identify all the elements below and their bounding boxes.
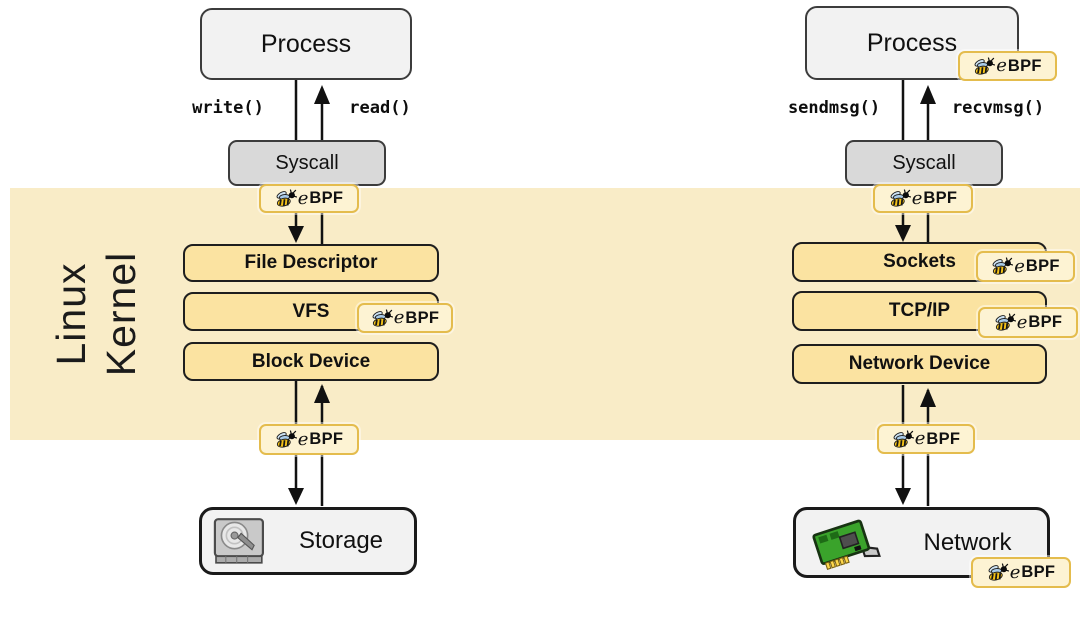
ebpf-label-bpf: BPF	[1007, 56, 1042, 75]
ebpf-label-bpf: BPF	[926, 429, 961, 448]
ebpf-label-bpf: BPF	[923, 189, 958, 208]
net-layer-sockets-label: Sockets	[883, 251, 956, 272]
bee-icon	[276, 189, 297, 207]
net-layer-network-device-label: Network Device	[848, 353, 991, 374]
io-layer-block-device: Block Device	[183, 342, 439, 381]
net-process-label: Process	[866, 28, 958, 57]
io-layer-block-device-label: Block Device	[251, 350, 371, 372]
ebpf-label-bpf: BPF	[309, 430, 344, 449]
net-layer-tcpip-label: TCP/IP	[888, 300, 951, 321]
io-layer-file-descriptor: File Descriptor	[183, 244, 439, 282]
ebpf-label-e: e	[297, 187, 309, 209]
io-syscall-label: Syscall	[275, 151, 339, 174]
io-process-label: Process	[260, 29, 352, 58]
net-sendmsg-syscall-label: sendmsg()	[787, 98, 881, 118]
bee-icon	[988, 563, 1009, 581]
io-read-syscall-label: read()	[349, 98, 411, 118]
ebpf-label-e: e	[1016, 311, 1028, 333]
io-storage-label: Storage	[298, 527, 384, 554]
bee-icon	[372, 308, 393, 327]
io-write-syscall-label: write()	[192, 98, 264, 118]
net-network-label: Network	[923, 528, 1012, 556]
bee-icon	[893, 429, 914, 448]
ebpf-label-e: e	[297, 428, 309, 450]
ebpf-label-bpf: BPF	[1021, 563, 1056, 582]
net-recvmsg-syscall-label: recvmsg()	[951, 98, 1045, 118]
bee-icon	[992, 257, 1014, 275]
bee-icon	[974, 56, 996, 75]
net-layer-network-device: Network Device	[792, 344, 1047, 384]
bee-icon	[890, 189, 911, 207]
hard-disk-icon	[213, 518, 264, 564]
ebpf-label-e: e	[914, 428, 926, 449]
ebpf-label-bpf: BPF	[309, 189, 344, 208]
ebpf-label-e: e	[1009, 561, 1021, 583]
network-card-icon	[812, 519, 881, 570]
io-syscall-box: Syscall	[228, 140, 386, 186]
ebpf-label-bpf: BPF	[1025, 257, 1060, 276]
io-layer-vfs-label: VFS	[292, 300, 330, 322]
net-syscall-label: Syscall	[892, 151, 956, 174]
ebpf-label-e: e	[996, 55, 1007, 76]
net-syscall-box: Syscall	[845, 140, 1003, 186]
io-layer-file-descriptor-label: File Descriptor	[244, 252, 378, 273]
ebpf-label-bpf: BPF	[1028, 313, 1063, 332]
ebpf-label-e: e	[393, 307, 405, 328]
io-storage-box: Storage	[199, 507, 417, 575]
ebpf-label-e: e	[911, 187, 923, 209]
ebpf-label-e: e	[1014, 255, 1025, 277]
bee-icon	[276, 430, 297, 448]
ebpf-label-bpf: BPF	[405, 308, 440, 327]
io-process-box: Process	[200, 8, 412, 80]
bee-icon	[995, 313, 1016, 331]
